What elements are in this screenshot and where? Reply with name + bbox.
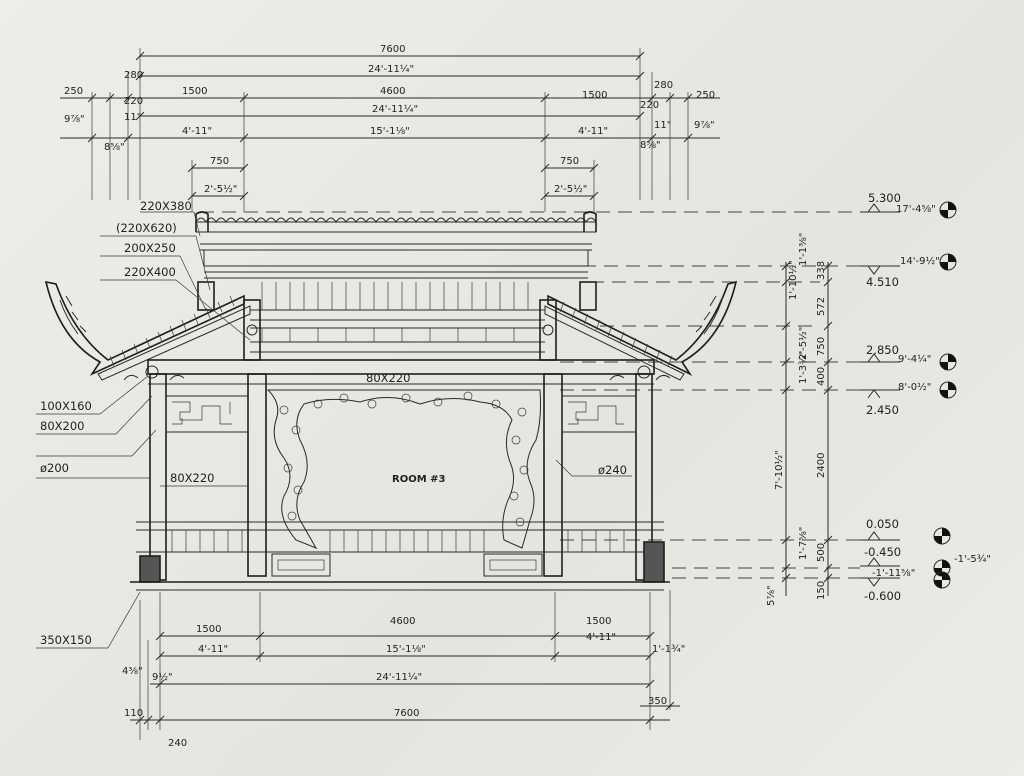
vdim-ft-5: 7'-10½" [773,450,785,490]
bdim-overall-mm: 7600 [394,708,419,719]
dim-bay-right: 1500 [582,90,607,101]
vdim-mm-572: 572 [816,297,827,316]
dim-left-8: 8⅝" [104,142,125,153]
callout-220x380: 220X380 [140,199,192,213]
elev-4510: 4.510 [866,275,899,289]
vdim-ft-7: 5⅞" [766,585,777,606]
callout-80x200: 80X200 [40,419,84,433]
elev-5300-ft: 17'-4⅝" [896,204,936,215]
callout-220x620: (220X620) [116,221,177,235]
elevation-markers: 5.300 17'-4⅝" 4.510 14'-9½" 2.850 9'-4¼"… [860,191,991,603]
vdim-ft-6: 1'-7⅝" [798,527,809,560]
elev-4510-ft: 14'-9½" [900,255,940,267]
callout-100x160: 100X160 [40,399,92,413]
bdim-bay-right-ft: 4'-11" [586,632,616,643]
dim-cap-right: 750 [560,156,579,167]
dim-center-ft: 24'-11¼" [372,103,418,115]
dim-bay-right-ft: 4'-11" [578,126,608,137]
center-labels: 80X220 ROOM #3 ø240 [366,371,632,485]
vdim-ft-2: 1'-1⅜" [798,233,809,266]
dim-right-8: 8⅝" [640,140,661,151]
dim-center-ft2: 15'-1⅛" [370,126,410,137]
dim-right-11: 11" [654,120,671,131]
dim-bay-left: 1500 [182,86,207,97]
dim-left-11: 11" [124,112,141,123]
elev-m0600: -0.600 [864,589,901,603]
bdim-bay-left-ft: 4'-11" [198,644,228,655]
elev-m0600-ft: -1'-11⅝" [872,568,915,579]
callout-350x150: 350X150 [40,633,92,647]
elev-m0450: -0.450 [864,545,901,559]
right-vertical-dims: 1'-10½" 1'-1⅜" 2'-5½" 1'-3¾" 7'-10½" 1'-… [766,233,833,606]
structure [123,299,671,591]
dim-right-eave: 250 [696,90,715,101]
elev-marker-4510 [939,253,957,271]
elev-2850: 2.850 [866,343,899,357]
dim-left-eave: 250 [64,86,83,97]
bdim-240: 240 [168,738,187,749]
column-label: ø240 [598,463,627,477]
callout-220x400: 220X400 [124,265,176,279]
bdim-bay-right: 1500 [586,616,611,627]
dim-overall-ft: 24'-11¼" [368,63,414,75]
bdim-left-b: 9½" [152,671,173,683]
dim-right-eave-ft: 9⅞" [694,120,715,131]
elev-marker-5300 [939,201,957,219]
vdim-mm-2400: 2400 [816,453,827,478]
callout-80x220-side: 80X220 [170,471,214,485]
vdim-mm-500: 500 [816,543,827,562]
top-dimension-lines: 7600 24'-11¼" 250 280 220 1500 4600 1500… [60,44,720,212]
dim-cap-left: 750 [210,156,229,167]
bottom-dimension-lines: 1500 4600 1500 4'-11" 15'-1⅛" 4'-11" 1'-… [122,590,685,749]
vdim-mm-338: 338 [816,261,827,280]
room-label: ROOM #3 [392,474,446,485]
elev-marker-2850 [939,353,957,371]
dim-bay-left-ft: 4'-11" [182,126,212,137]
elev-marker-m0600 [933,571,951,589]
vdim-ft-3: 2'-5½" [797,327,809,360]
bdim-350: 350 [648,696,667,707]
elev-5300: 5.300 [868,191,901,205]
dim-cap-left-ft: 2'-5½" [204,183,237,195]
level-lines [200,211,860,579]
bdim-110: 110 [124,708,143,719]
roof [44,211,738,381]
bdim-center-ft: 15'-1⅛" [386,644,426,655]
elev-2850-ft: 9'-4¼" [898,353,931,365]
dim-left-eave-ft: 9⅞" [64,114,85,125]
vdim-ft-1: 1'-10½" [787,260,799,300]
dim-center-mm: 4600 [380,86,405,97]
callout-200x250: 200X250 [124,241,176,255]
elev-m0450-ft: -1'-5¾" [954,554,991,565]
callout-dia-200: ø200 [40,461,69,475]
dim-overall-mm: 7600 [380,44,405,55]
dim-right-220: 220 [640,100,659,111]
dim-left-280: 280 [124,70,143,81]
left-callouts: 220X380 (220X620) 200X250 220X400 100X16… [36,199,251,649]
vdim-ft-4: 1'-3¾" [798,351,809,384]
bdim-overall-ft: 24'-11¼" [376,671,422,683]
bdim-bay-left: 1500 [196,624,221,635]
vdim-mm-400: 400 [816,367,827,386]
elev-2450-ft: 8'-0½" [898,381,931,393]
elev-2450: 2.450 [866,403,899,417]
vdim-mm-750: 750 [816,337,827,356]
elev-marker-0050 [933,527,951,545]
dim-left-220: 220 [124,96,143,107]
elev-marker-2450 [939,381,957,399]
beam-label: 80X220 [366,371,410,385]
vdim-mm-150: 150 [816,581,827,600]
bdim-left-a: 4⅜" [122,666,143,677]
elev-0050: 0.050 [866,517,899,531]
bdim-center-mm: 4600 [390,616,415,627]
dim-cap-right-ft: 2'-5½" [554,183,587,195]
dim-right-280: 280 [654,80,673,91]
bdim-right-ft: 1'-1¾" [652,644,685,655]
